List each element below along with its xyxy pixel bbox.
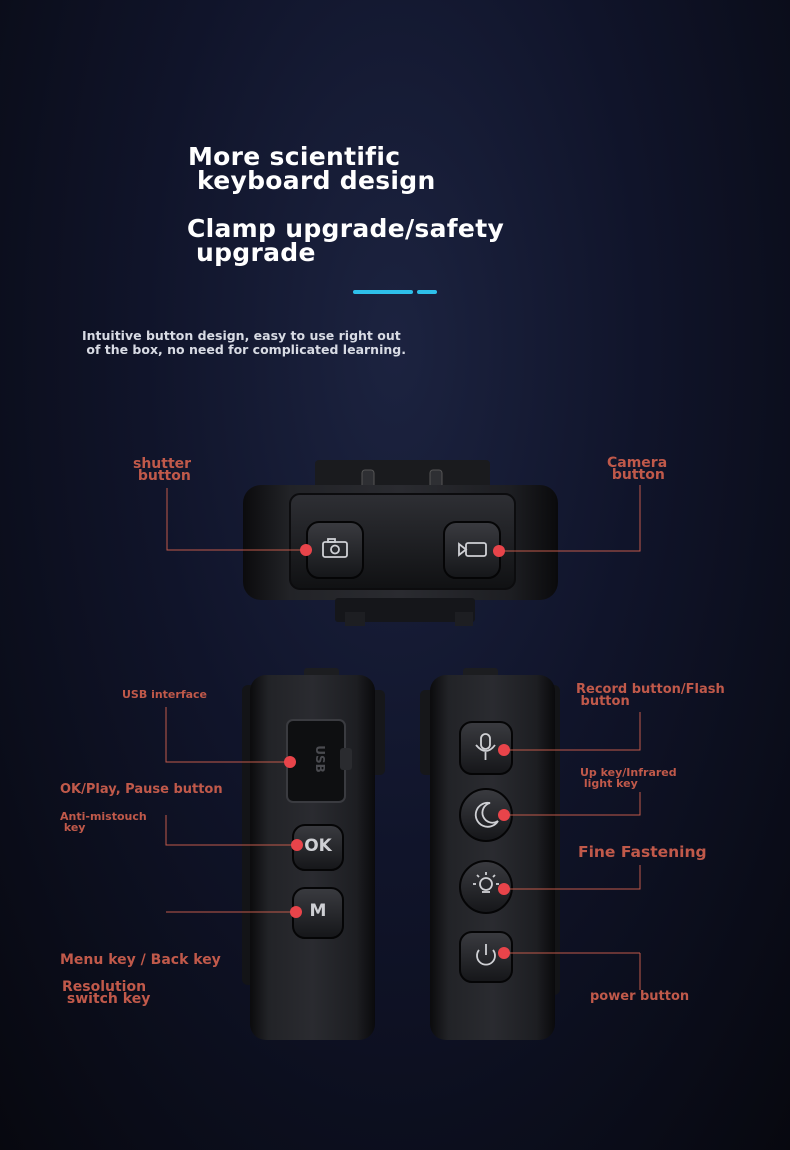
record-flash-label: Record button/Flash button [576, 682, 725, 709]
power-icon [476, 944, 496, 966]
m-button[interactable]: M [309, 901, 327, 921]
fastening-marker [498, 883, 510, 895]
record-button-marker [498, 744, 510, 756]
power-button-marker [498, 947, 510, 959]
up-key-marker [498, 809, 510, 821]
top-view-device [243, 460, 558, 626]
right-side-device [420, 668, 560, 1040]
camera-button-label: Camera button [607, 455, 668, 483]
power-button-label: power button [590, 989, 690, 1004]
camera-icon [322, 538, 348, 558]
shutter-button-marker [300, 544, 312, 556]
light-icon [473, 872, 499, 893]
accent-bar-long [353, 290, 413, 294]
description-text: Intuitive button design, easy to use rig… [82, 328, 406, 357]
moon-icon [474, 801, 499, 828]
camera-button-marker [493, 545, 505, 557]
usb-port-label: USB [313, 745, 327, 773]
up-infrared-label: Up key/Infrared light key [580, 766, 677, 790]
headline-clamp-upgrade: Clamp upgrade/safety upgrade [187, 214, 505, 267]
microphone-icon [475, 733, 496, 760]
ok-button[interactable]: OK [304, 836, 332, 856]
left-side-device [242, 668, 385, 1040]
headline-keyboard-design: More scientific keyboard design [188, 142, 436, 195]
leader-lines [165, 485, 641, 990]
ok-play-pause-label: OK/Play, Pause button [60, 782, 223, 797]
resolution-switch-label: Resolution switch key [62, 979, 151, 1007]
menu-back-label: Menu key / Back key [60, 952, 221, 968]
ok-button-marker [291, 839, 303, 851]
anti-mistouch-label: Anti-mistouch key [60, 810, 147, 834]
fine-fastening-label: Fine Fastening [578, 843, 707, 861]
usb-port-marker [284, 756, 296, 768]
usb-interface-label: USB interface [122, 688, 208, 701]
shutter-button-label: shutter button [133, 456, 192, 484]
m-button-marker [290, 906, 302, 918]
accent-bar-short [417, 290, 437, 294]
video-camera-icon [458, 542, 487, 557]
